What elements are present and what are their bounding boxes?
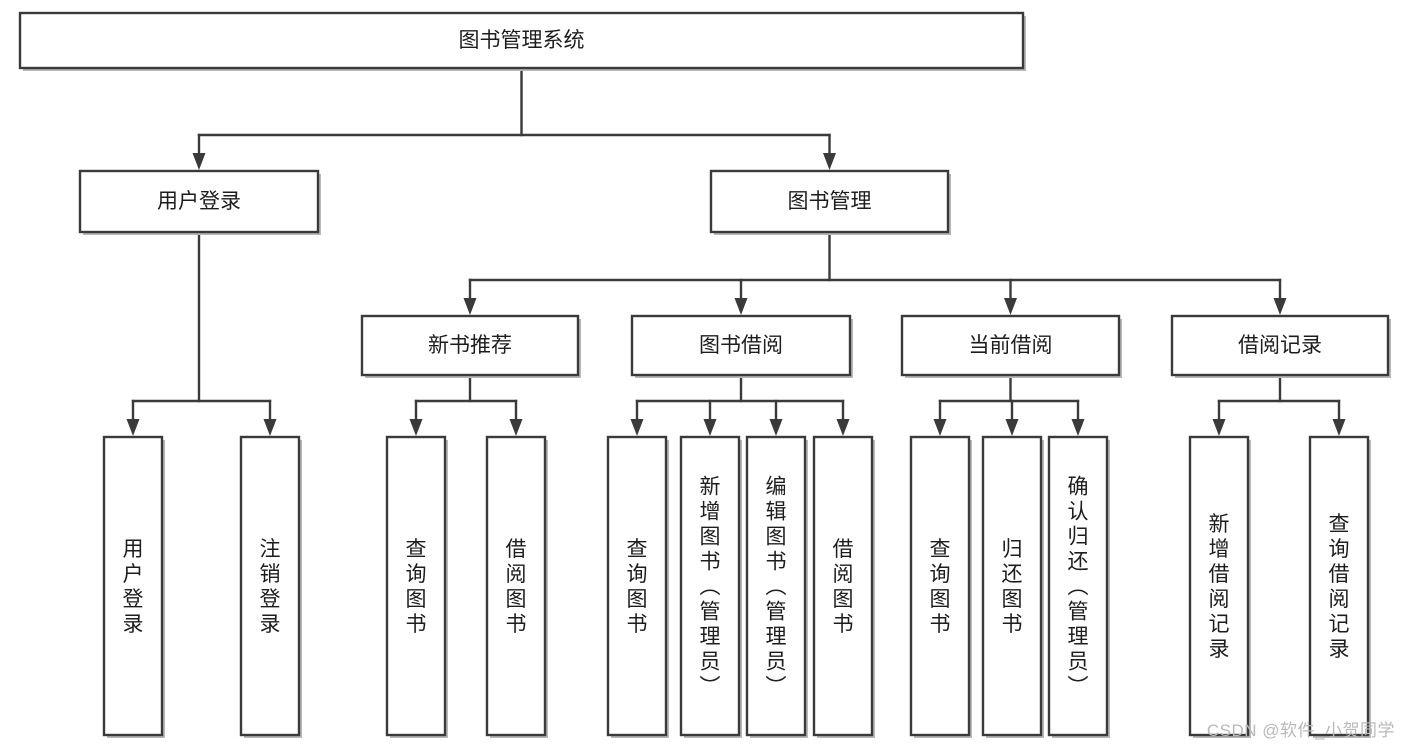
connector-layer [126,66,1346,436]
node-leaf-confirm-return[interactable]: 确认归还︵管理员︶ [1047,435,1110,738]
node-n-current-borrow[interactable]: 当前借阅 [900,314,1122,378]
edge-group-root [192,66,836,170]
node-label: 借阅图书 [833,538,854,636]
node-label: 查询图书 [627,538,648,636]
node-n-new-book-rec[interactable]: 新书推荐 [360,314,581,378]
node-leaf-edit-book[interactable]: 编辑图书︵管理员︶ [745,435,808,738]
node-label: 编辑图书︵管理员︶ [766,476,787,699]
node-layer: 图书管理系统用户登录图书管理新书推荐图书借阅当前借阅借阅记录用户登录注销登录查询… [18,11,1391,738]
node-label: 借阅记录 [1238,334,1322,357]
edge-group-n_new_book_rec [409,373,523,436]
node-leaf-query-record[interactable]: 查询借阅记录 [1308,435,1371,738]
node-label: 当前借阅 [969,334,1053,357]
node-label: 用户登录 [157,190,241,213]
node-label: 新增图书︵管理员︶ [700,476,721,699]
node-leaf-user-login[interactable]: 用户登录 [102,435,165,738]
node-label: 查询图书 [930,538,951,636]
node-label: 查询借阅记录 [1329,513,1350,661]
node-label: 注销登录 [260,538,281,636]
node-leaf-borrow-book-2[interactable]: 借阅图书 [812,435,875,738]
node-n-book-manage[interactable]: 图书管理 [709,169,951,235]
node-leaf-query-book-1[interactable]: 查询图书 [385,435,448,738]
node-label: 用户登录 [123,538,144,636]
node-leaf-return-book[interactable]: 归还图书 [981,435,1044,738]
node-n-user-login[interactable]: 用户登录 [78,169,321,235]
node-label: 新书推荐 [428,334,512,357]
node-label: 新增借阅记录 [1209,513,1230,661]
node-n-borrow-record[interactable]: 借阅记录 [1170,314,1391,378]
edge-group-n_user_login [126,230,277,436]
node-n-book-borrow[interactable]: 图书借阅 [630,314,853,378]
edge-group-n_borrow_record [1212,373,1346,436]
edge-group-n_book_borrow [630,373,850,436]
node-label: 图书管理系统 [459,29,585,52]
node-leaf-borrow-book-1[interactable]: 借阅图书 [485,435,548,738]
node-label: 查询图书 [406,538,427,636]
node-label: 图书借阅 [699,334,783,357]
node-label: 确认归还︵管理员︶ [1068,476,1089,699]
node-label: 归还图书 [1002,538,1023,636]
node-leaf-add-book[interactable]: 新增图书︵管理员︶ [679,435,742,738]
node-leaf-query-book-2[interactable]: 查询图书 [606,435,669,738]
node-label: 借阅图书 [506,538,527,636]
node-root[interactable]: 图书管理系统 [18,11,1026,71]
node-leaf-query-book-3[interactable]: 查询图书 [909,435,972,738]
edge-group-n_current_borrow [933,373,1085,436]
node-leaf-add-record[interactable]: 新增借阅记录 [1188,435,1251,738]
node-leaf-logout[interactable]: 注销登录 [239,435,302,738]
node-label: 图书管理 [788,190,872,213]
watermark-label: CSDN @软件_小贺同学 [1206,721,1395,740]
edge-group-n_book_manage [463,230,1287,315]
